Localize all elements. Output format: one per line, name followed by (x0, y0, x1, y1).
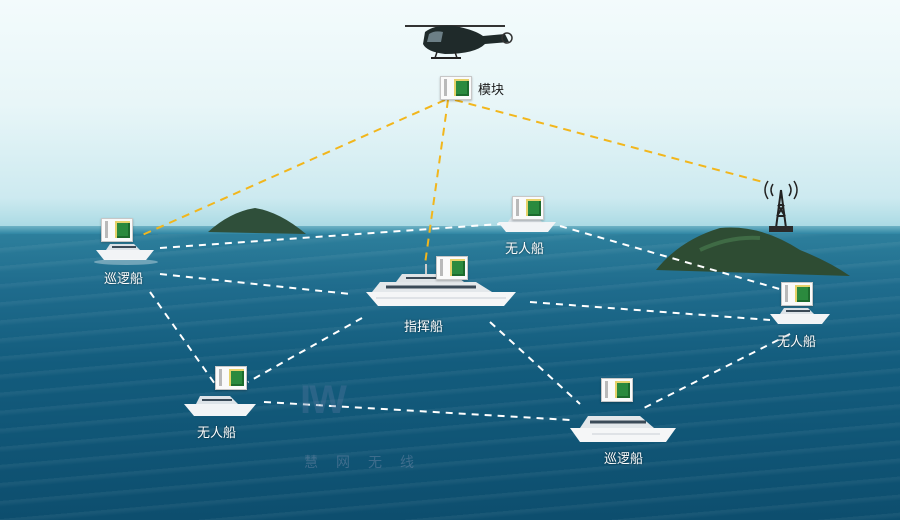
module-icon-helicopter (440, 76, 472, 100)
module-icon-unmanned-right (781, 282, 813, 306)
link-module-command (424, 99, 449, 265)
unmanned-top-label: 无人船 (505, 242, 545, 257)
command-label: 指挥船 (404, 320, 444, 335)
module-icon-command (436, 256, 468, 280)
link-unmanned-top-unmanned-right (559, 225, 791, 293)
horizon (0, 226, 900, 234)
radio-tower-icon (764, 180, 798, 232)
helicopter-icon (405, 25, 513, 59)
module-label: 模块 (478, 83, 505, 98)
yacht-icon-patrol-bottom (570, 416, 676, 442)
unmanned-right-label: 无人船 (777, 335, 817, 350)
air-links (139, 99, 764, 265)
link-patrol-left-unmanned-bl (149, 291, 216, 385)
module-icon-patrol-left (101, 218, 133, 242)
patrol-left-label: 巡逻船 (104, 272, 144, 287)
link-command-patrol-bottom (489, 321, 581, 405)
watermark-text: 慧网无线 (304, 455, 432, 471)
yacht-icon-command (366, 264, 516, 306)
link-command-unmanned-bl (247, 317, 363, 383)
sea-links (149, 223, 791, 421)
module-icon-unmanned-top (512, 196, 544, 220)
link-unmanned-right-patrol-bottom (639, 333, 791, 411)
module-icon-patrol-bottom (601, 378, 633, 402)
boat-icon-unmanned-right (770, 308, 830, 324)
patrol-bottom-label: 巡逻船 (604, 452, 644, 467)
link-patrol-left-unmanned-top (159, 223, 501, 249)
watermark-logo: IW (300, 378, 347, 422)
link-module-patrol-left (139, 99, 446, 237)
link-patrol-left-command (159, 273, 351, 295)
link-module-tower (454, 99, 764, 183)
boat-icon-unmanned-bottom-left (184, 396, 256, 416)
unmanned-bottom-left-label: 无人船 (197, 426, 237, 441)
island-icon-left (208, 208, 306, 234)
link-command-unmanned-right (529, 301, 771, 321)
boat-icon-patrol-left (94, 244, 158, 265)
module-icon-unmanned-bottom-left (215, 366, 247, 390)
island-icon-right (656, 227, 850, 276)
